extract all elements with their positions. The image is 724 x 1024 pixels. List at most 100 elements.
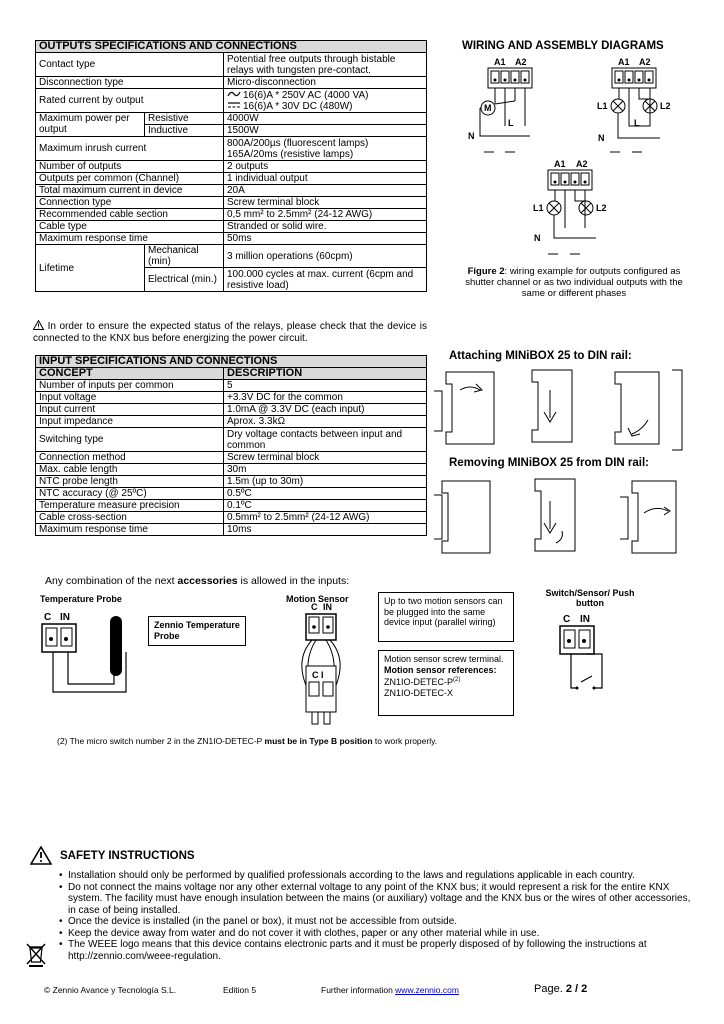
text: ZN1IO-DETEC-X [384, 687, 454, 698]
cell: NTC accuracy (@ 25ºC) [35, 487, 224, 500]
motion-box-1: Up to two motion sensors can be plugged … [378, 592, 514, 642]
label-n: N [534, 233, 541, 243]
label-c: C [563, 614, 570, 625]
cell: Connection type [35, 196, 224, 209]
label-l: L [634, 118, 640, 128]
inputs-title: INPUT SPECIFICATIONS AND CONNECTIONS [35, 355, 427, 368]
cell: Electrical (min.) [144, 267, 224, 292]
text: Motion sensor references: [384, 664, 497, 675]
temp-probe-diagram: C IN [41, 612, 127, 693]
cell: 0,5 mm² to 2.5mm² (24-12 AWG) [223, 208, 427, 221]
wiring-different-phase: A1 A2 L1 L2 N [533, 159, 607, 255]
label-a2: A2 [639, 57, 651, 67]
cell: 30m [223, 463, 427, 476]
list-item: Installation should only be performed by… [59, 870, 699, 882]
label-a2: A2 [576, 159, 588, 169]
figure-label: Figure 2 [467, 266, 505, 277]
text: accessories [177, 575, 238, 587]
text: Further information [321, 985, 396, 995]
cell: Outputs per common (Channel) [35, 172, 224, 185]
relay-warning: In order to ensure the expected status o… [32, 319, 427, 345]
cell: 4000W [223, 112, 427, 125]
label-a1: A1 [494, 57, 506, 67]
cell: Cable cross-section [35, 511, 224, 524]
cell: Mechanical (min) [144, 244, 224, 268]
cell: Maximum response time [35, 232, 224, 245]
list-item: Do not connect the mains voltage nor any… [59, 882, 699, 917]
micro-switch-note: (2) The micro switch number 2 in the ZN1… [57, 736, 437, 746]
cell: 0.5mm² to 2.5mm² (24-12 AWG) [223, 511, 427, 524]
cell: Dry voltage contacts between input and c… [223, 427, 427, 452]
cell: Switching type [35, 427, 224, 452]
dc-symbol-icon [227, 101, 243, 112]
motion-box-2: Motion sensor screw terminal. Motion sen… [378, 650, 514, 716]
wiring-same-phase: A1 A2 L1 L2 L N [597, 57, 671, 153]
text: to work properly. [372, 736, 438, 746]
label-m: M [484, 103, 492, 113]
cell: 10ms [223, 523, 427, 536]
cell: Maximum inrush current [35, 136, 224, 161]
table-row: NTC accuracy (@ 25ºC)0.5ºC [35, 487, 427, 500]
cell: 3 million operations (60cpm) [223, 244, 427, 268]
cell: Stranded or solid wire. [223, 220, 427, 233]
outputs-spec-table: OUTPUTS SPECIFICATIONS AND CONNECTIONS C… [35, 40, 427, 292]
cell: Maximum response time [35, 523, 224, 536]
label-a1: A1 [554, 159, 566, 169]
figure-2-caption: Figure 2: wiring example for outputs con… [456, 266, 692, 299]
label-l1: L1 [533, 203, 544, 213]
footer-info: Further information www.zennio.com [321, 985, 459, 995]
label-c: C [311, 602, 318, 612]
label-n: N [468, 131, 475, 141]
wiring-title: WIRING AND ASSEMBLY DIAGRAMS [462, 40, 664, 52]
outputs-title: OUTPUTS SPECIFICATIONS AND CONNECTIONS [35, 40, 427, 53]
cell: +3.3V DC for the common [223, 391, 427, 404]
cell: Max. cable length [35, 463, 224, 476]
label-in: IN [323, 602, 332, 612]
cell: Micro-disconnection [223, 76, 427, 89]
text: (2) [453, 677, 461, 683]
wiring-diagram: A1 A2 M L N A1 A2 L1 L2 L N A1 A2 L1 [468, 57, 671, 255]
cell: 16(6)A * 250V AC (4000 VA) 16(6)A * 30V … [223, 88, 427, 113]
cell: 1 individual output [223, 172, 427, 185]
cell: 5 [223, 379, 427, 392]
safety-title: SAFETY INSTRUCTIONS [60, 850, 195, 862]
cell: 1.5m (up to 30m) [223, 475, 427, 488]
cell: Contact type [35, 52, 224, 77]
inputs-col-concept: CONCEPT [35, 367, 224, 380]
cell: Input current [35, 403, 224, 416]
din-remove-title: Removing MINiBOX 25 from DIN rail: [449, 457, 650, 469]
label-n: N [598, 133, 605, 143]
text: ZN1IO-DETEC-P [384, 677, 454, 687]
temp-probe-title: Temperature Probe [40, 594, 122, 604]
cell: Inductive [144, 124, 224, 137]
safety-list: Installation should only be performed by… [59, 870, 699, 962]
cell: Screw terminal block [223, 196, 427, 209]
ac-symbol-icon [227, 90, 243, 101]
rated-ac: 16(6)A * 250V AC (4000 VA) [243, 89, 369, 101]
cell: NTC probe length [35, 475, 224, 488]
cell: Aprox. 3.3kΩ [223, 415, 427, 428]
rated-dc: 16(6)A * 30V DC (480W) [243, 100, 353, 112]
outputs-spec-table-wrap: OUTPUTS SPECIFICATIONS AND CONNECTIONS C… [35, 40, 427, 292]
motion-sensor-title: Motion Sensor [286, 594, 349, 604]
cell: Lifetime [35, 244, 145, 292]
warning-text: In order to ensure the expected status o… [33, 321, 427, 344]
zennio-link[interactable]: www.zennio.com [395, 985, 459, 995]
din-remove-diagram [434, 478, 677, 554]
label-in: IN [60, 612, 70, 623]
cell: Maximum power per output [35, 112, 145, 137]
temp-probe-box: Zennio Temperature Probe [148, 616, 246, 646]
inputs-col-description: DESCRIPTION [223, 367, 427, 380]
motor-icon [480, 100, 496, 116]
cell: Resistive [144, 112, 224, 125]
cell: 800A/200µs (fluorescent lamps)165A/20ms … [223, 136, 427, 161]
text: Any combination of the next [45, 575, 178, 587]
table-row: Input voltage+3.3V DC for the common [35, 391, 427, 404]
